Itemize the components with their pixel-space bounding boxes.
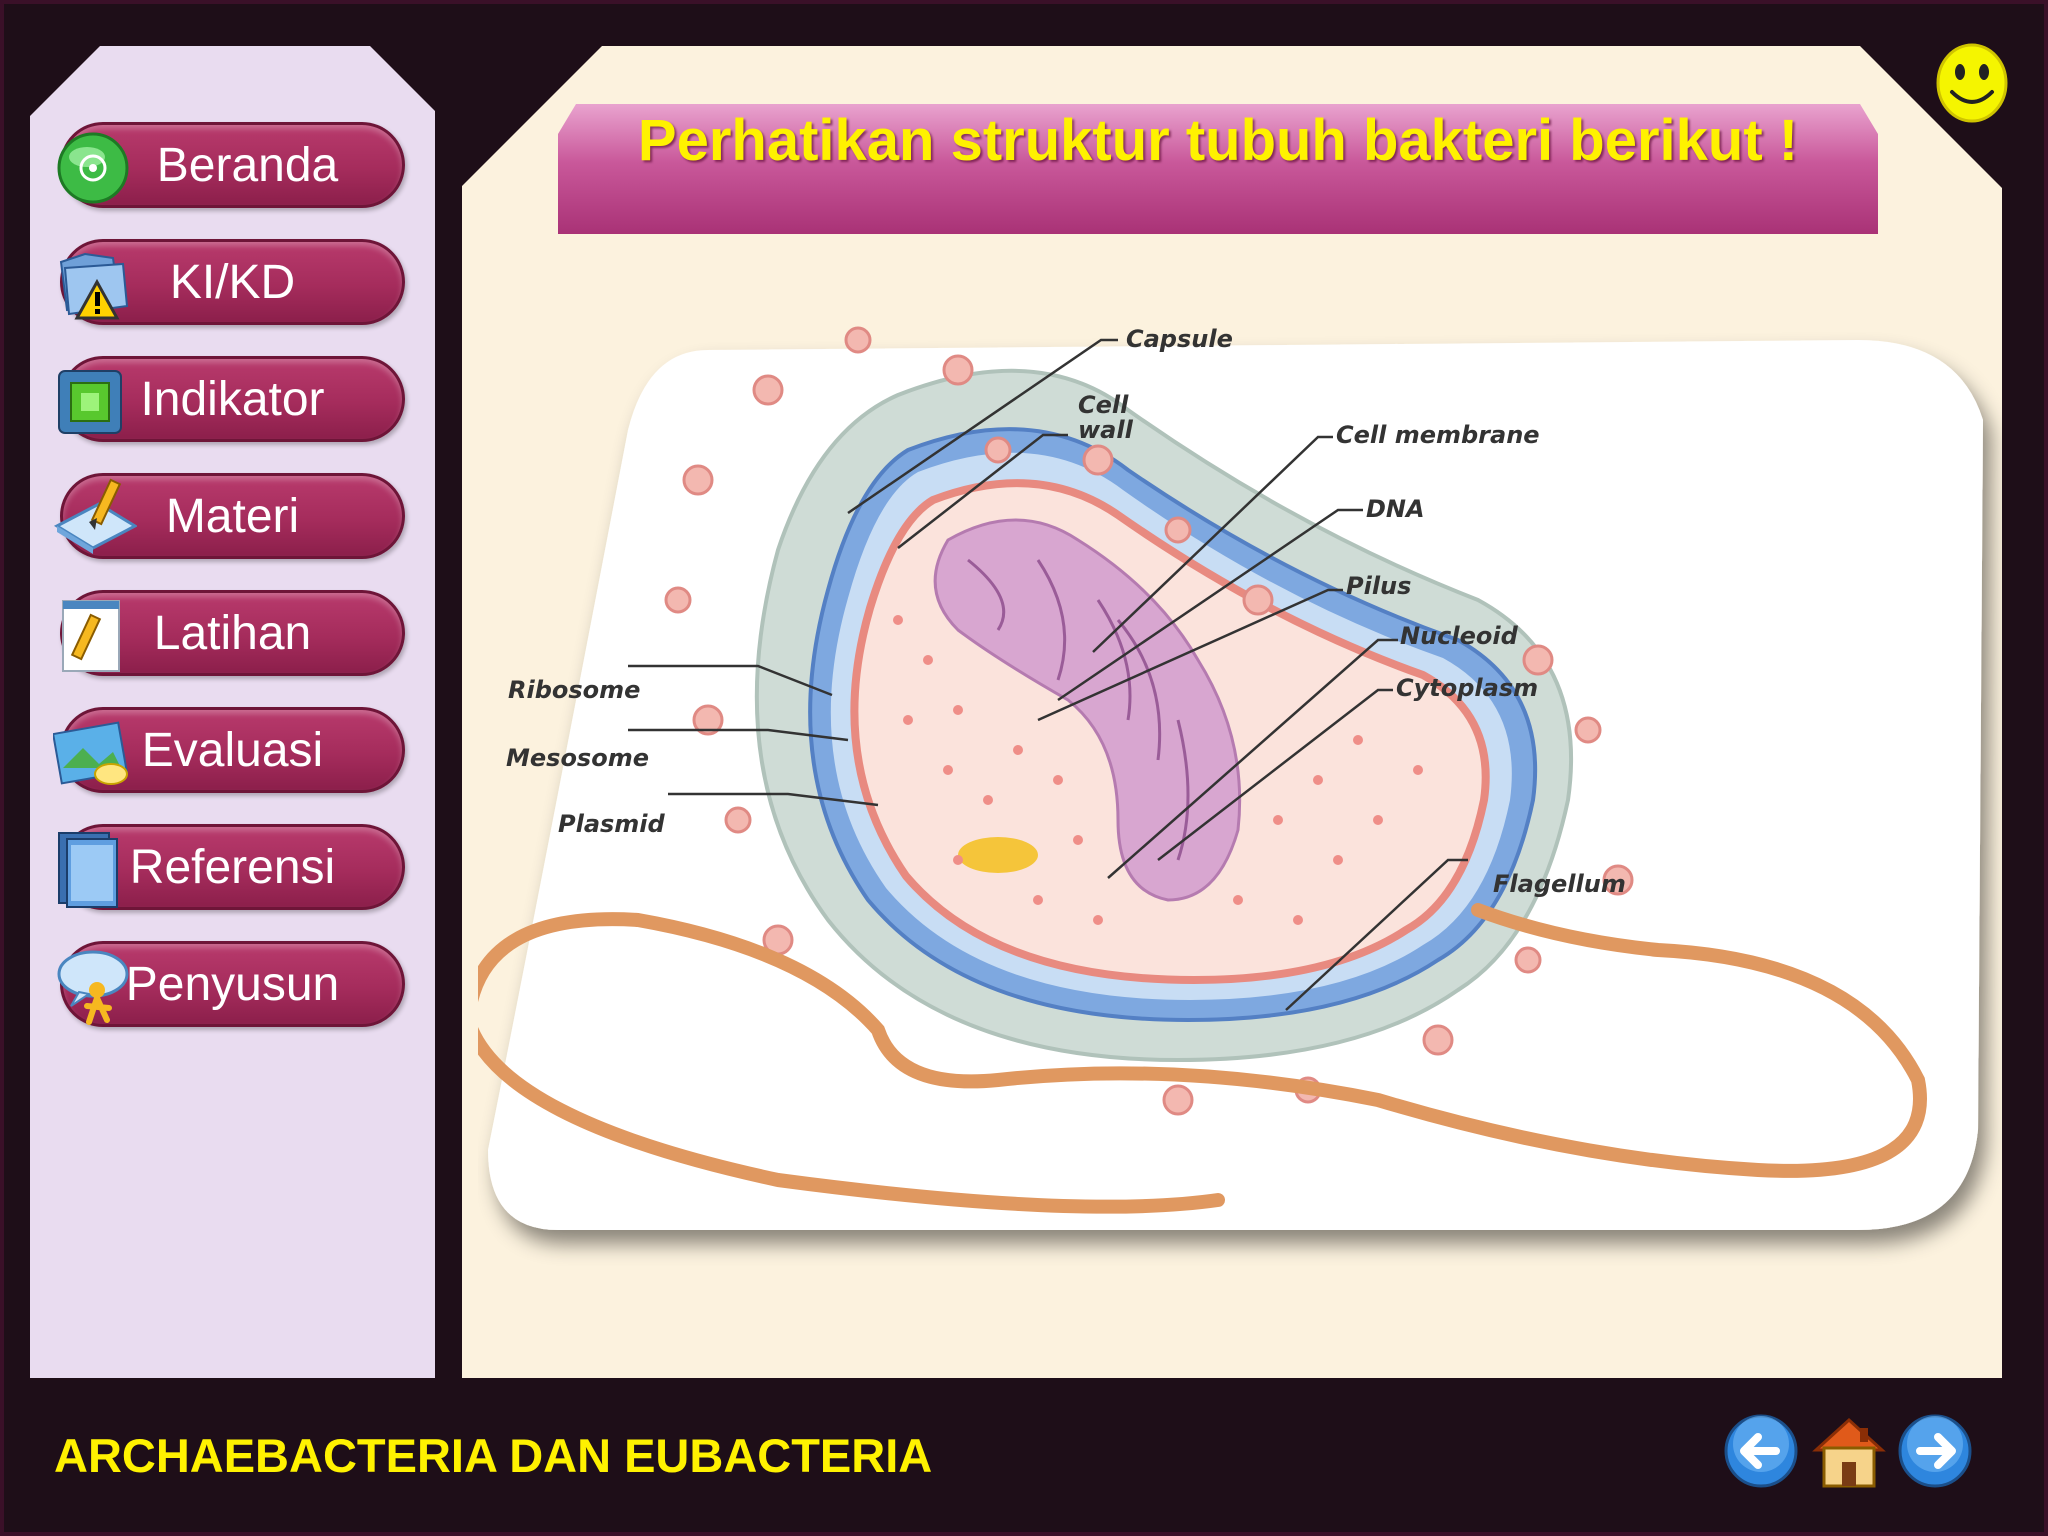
back-arrow-icon[interactable] bbox=[1722, 1412, 1800, 1490]
dna-strands bbox=[967, 558, 1190, 861]
sidebar-item-evaluasi[interactable]: Evaluasi bbox=[52, 707, 405, 793]
sidebar-item-label: Indikator bbox=[140, 372, 325, 426]
sidebar-item-materi[interactable]: Materi bbox=[53, 473, 405, 559]
home-globe-icon bbox=[53, 127, 137, 209]
page-title: Perhatikan struktur tubuh bakteri beriku… bbox=[637, 108, 1799, 173]
label-capsule: Capsule bbox=[1126, 325, 1233, 353]
sidebar-item-beranda[interactable]: Beranda bbox=[57, 122, 405, 208]
next-arrow-icon[interactable] bbox=[1896, 1412, 1974, 1490]
bacteria-diagram: Capsule Cell wall Cell membrane DNA Pilu… bbox=[478, 300, 2008, 1300]
footer-title: ARCHAEBACTERIA DAN EUBACTERIA bbox=[54, 1429, 933, 1482]
sidebar-item-label: KI/KD bbox=[169, 255, 296, 309]
flagellum-shape bbox=[478, 903, 1927, 1214]
nucleoid-shape bbox=[933, 518, 1242, 902]
sidebar-item-label: Referensi bbox=[129, 840, 336, 894]
label-nucleoid: Nucleoid bbox=[1400, 622, 1519, 650]
label-pilus: Pilus bbox=[1346, 572, 1411, 600]
chip-icon bbox=[53, 361, 137, 443]
smiley-icon[interactable] bbox=[1934, 42, 2010, 124]
label-cytoplasm: Cytoplasm bbox=[1396, 674, 1538, 702]
sidebar-item-label: Beranda bbox=[156, 138, 339, 192]
label-plasmid: Plasmid bbox=[558, 810, 666, 838]
pili bbox=[664, 326, 1634, 1116]
sidebar-item-label: Materi bbox=[165, 489, 300, 543]
label-dna: DNA bbox=[1366, 495, 1425, 523]
title-banner bbox=[558, 104, 1878, 234]
label-cell-membrane: Cell membrane bbox=[1336, 421, 1540, 449]
picture-paint-icon bbox=[52, 712, 137, 794]
pencil-book-icon bbox=[53, 478, 139, 560]
sidebar-item-label: Evaluasi bbox=[141, 723, 324, 777]
label-cell-wall-1: Cell bbox=[1078, 391, 1129, 419]
label-cell-wall-2: wall bbox=[1078, 416, 1134, 444]
sidebar-item-kikd[interactable]: KI/KD bbox=[59, 239, 405, 325]
person-chat-icon bbox=[53, 946, 137, 1028]
label-mesosome: Mesosome bbox=[506, 744, 649, 772]
label-ribosome: Ribosome bbox=[508, 676, 640, 704]
notepad-pencil-icon bbox=[53, 595, 137, 677]
label-flagellum: Flagellum bbox=[1493, 870, 1626, 898]
leader-lines bbox=[628, 338, 1468, 1011]
sidebar-item-referensi[interactable]: Referensi bbox=[58, 824, 405, 910]
bacteria-diagram-svg: Capsule Cell wall Cell membrane DNA Pilu… bbox=[478, 325, 1983, 1230]
sidebar-item-indikator[interactable]: Indikator bbox=[58, 356, 405, 442]
home-icon[interactable] bbox=[1810, 1412, 1888, 1490]
folder-warning-icon bbox=[53, 244, 137, 326]
ribosomes bbox=[893, 615, 1423, 925]
sidebar-item-penyusun[interactable]: Penyusun bbox=[57, 941, 405, 1027]
books-icon bbox=[53, 829, 137, 911]
sidebar-item-label: Penyusun bbox=[125, 957, 340, 1011]
sidebar-item-latihan[interactable]: Latihan bbox=[60, 590, 405, 676]
plasmid-shape bbox=[958, 837, 1038, 873]
sidebar-item-label: Latihan bbox=[153, 606, 312, 660]
